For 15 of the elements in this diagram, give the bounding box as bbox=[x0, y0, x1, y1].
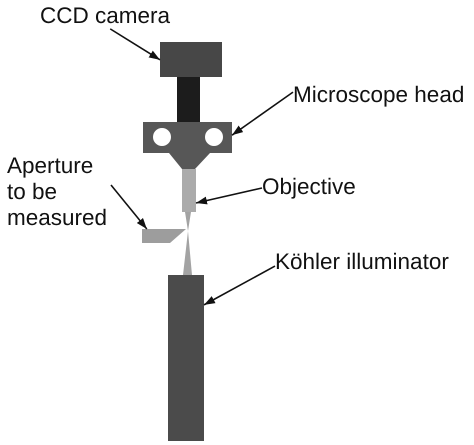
leader-arrow bbox=[110, 28, 160, 61]
aperture-plate bbox=[142, 229, 186, 243]
camera-body bbox=[160, 42, 222, 77]
part-label: Köhler illuminator bbox=[275, 249, 449, 275]
leader-arrow bbox=[204, 265, 276, 306]
part-label: Objective bbox=[262, 174, 356, 200]
leader-arrow bbox=[196, 187, 262, 204]
leader-arrow bbox=[110, 184, 148, 230]
part-label: Aperture to be measured bbox=[7, 153, 111, 231]
leader-arrow bbox=[232, 91, 294, 136]
objective-lens bbox=[182, 169, 196, 212]
part-label: CCD camera bbox=[40, 3, 170, 29]
microscope-head bbox=[143, 122, 232, 169]
illuminator-column bbox=[168, 275, 204, 441]
part-label: Microscope head bbox=[293, 82, 464, 108]
